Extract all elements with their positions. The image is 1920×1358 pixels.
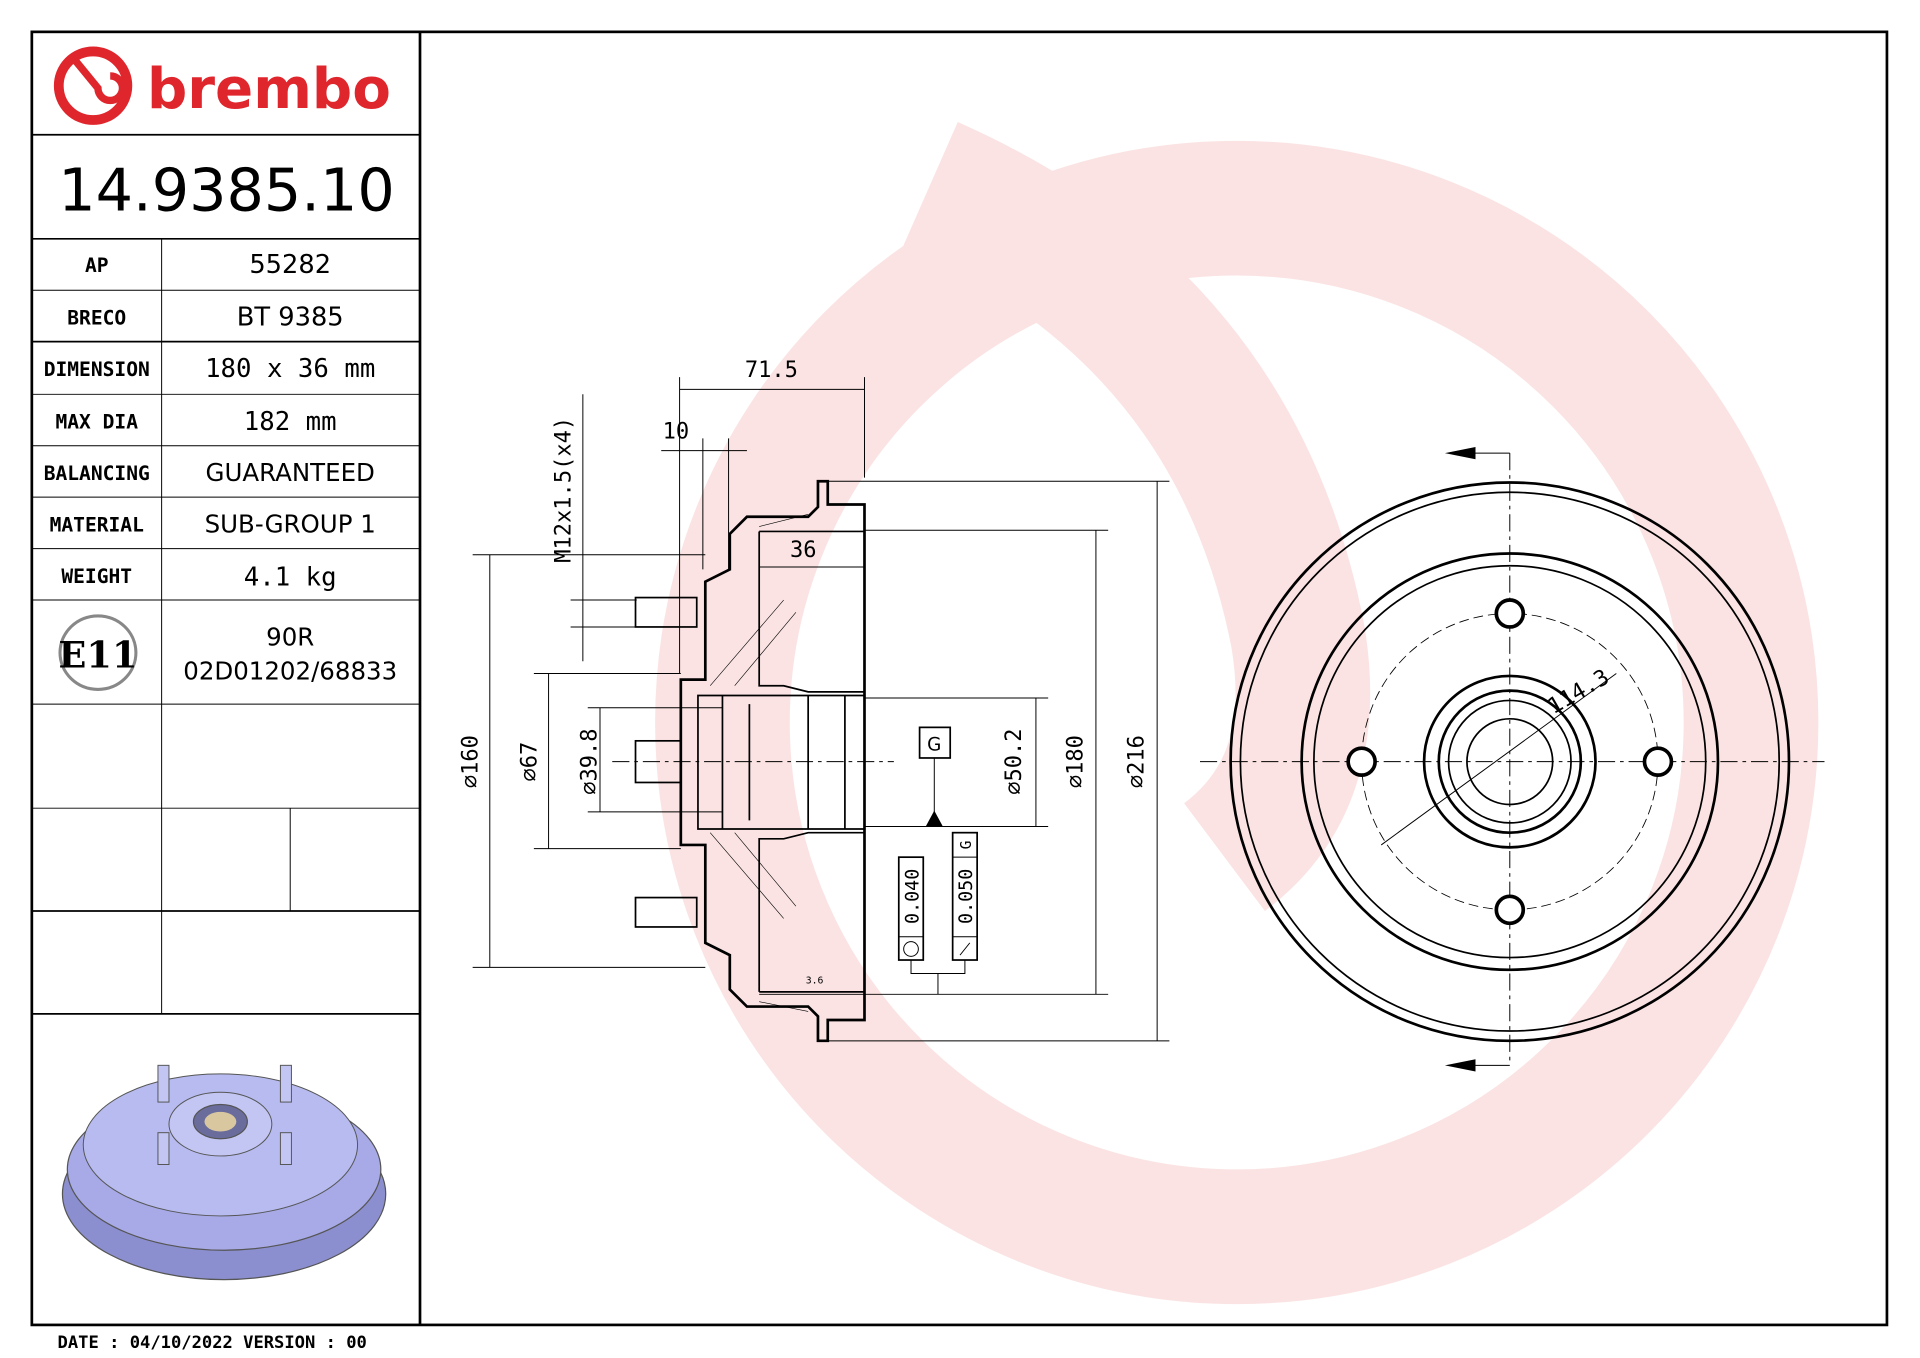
brembo-logo: brembo <box>53 46 391 125</box>
dim-d216: ⌀216 <box>1125 735 1150 788</box>
sheet-frame <box>30 30 1889 1327</box>
dim-drum-depth: 36 <box>790 538 817 563</box>
dim-thread: M12x1.5(x4) <box>552 417 577 563</box>
spec-label: AP <box>85 254 109 277</box>
title-block-grid <box>31 133 420 1015</box>
dim-d50-2: ⌀50.2 <box>1002 728 1027 794</box>
part-number: 14.9385.10 <box>58 156 394 225</box>
section-hatching <box>709 514 809 1012</box>
homologation-code: 90R <box>266 622 314 651</box>
runout-icon <box>959 942 971 956</box>
dim-d39-8: ⌀39.8 <box>577 728 602 794</box>
dim-d180: ⌀180 <box>1063 735 1088 788</box>
dim-flange: 10 <box>663 419 690 444</box>
spec-label: WEIGHT <box>61 565 132 588</box>
spec-label: BRECO <box>67 307 126 330</box>
spec-label: BALANCING <box>44 462 150 485</box>
tol-runout: 0.050 <box>956 869 977 924</box>
dim-d160: ⌀160 <box>459 735 484 788</box>
datum-label: G <box>927 735 941 756</box>
spec-value: 4.1 kg <box>244 562 337 592</box>
brand-name: brembo <box>147 57 391 122</box>
drum-3d-render <box>61 1064 387 1281</box>
e11-mark: E11 <box>58 633 137 676</box>
e11-seal <box>58 614 138 691</box>
spec-value: BT 9385 <box>237 303 344 333</box>
side-section-view <box>612 479 894 1043</box>
spec-label: MATERIAL <box>50 513 144 536</box>
homologation: E11 90R 02D01202/68833 <box>58 614 397 691</box>
dim-overall-width: 71.5 <box>745 358 798 383</box>
dimension-labels: 71.5 10 36 M12x1.5(x4) ⌀160 ⌀67 ⌀39.8 ⌀5… <box>459 358 1614 986</box>
spec-table: AP 55282 BRECO BT 9385 DIMENSION 180 x 3… <box>44 250 376 592</box>
datum-g: G <box>918 726 952 827</box>
spec-value: 55282 <box>249 250 331 280</box>
tol-runout-ref: G <box>958 840 975 849</box>
spec-label: DIMENSION <box>44 358 150 381</box>
tol-roundness: 0.040 <box>902 869 923 924</box>
spec-value: GUARANTEED <box>206 458 375 487</box>
bolt-holes <box>1346 598 1674 926</box>
spec-label: MAX DIA <box>55 411 138 434</box>
homologation-number: 02D01202/68833 <box>183 657 397 686</box>
tolerance-frames: 0.040 0.050 G <box>897 831 978 995</box>
spec-value: 182 mm <box>244 407 337 437</box>
roughness-value: 3.6 <box>806 975 824 986</box>
dim-d67: ⌀67 <box>517 742 542 782</box>
dimension-lines <box>472 377 1170 1042</box>
spec-value: 180 x 36 mm <box>205 354 375 384</box>
footer-date-version: DATE : 04/10/2022 VERSION : 00 <box>58 1333 367 1353</box>
spec-value: SUB-GROUP 1 <box>205 510 376 539</box>
roundness-icon <box>903 941 919 957</box>
front-view <box>1200 446 1825 1072</box>
